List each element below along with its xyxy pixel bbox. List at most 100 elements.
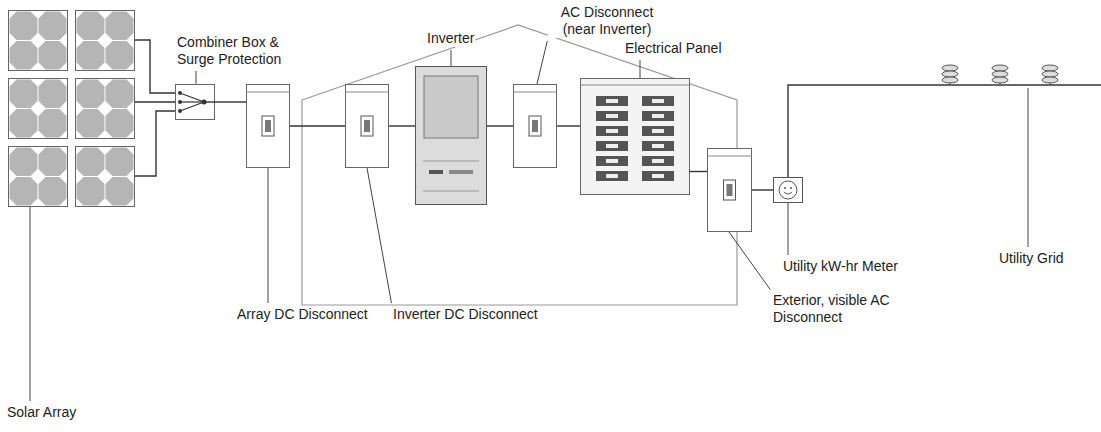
switch-handle <box>361 116 373 136</box>
wire-connector <box>290 125 345 126</box>
solar-cell <box>39 80 67 109</box>
breaker-toggle <box>606 114 618 118</box>
leader-group <box>30 41 1028 401</box>
module-frame <box>9 11 68 71</box>
combiner-drawing <box>178 91 215 113</box>
string-wire <box>135 111 175 176</box>
solar-module <box>76 11 135 71</box>
array-symbol <box>8 10 135 207</box>
meter-drawing <box>779 181 797 199</box>
module-frame <box>76 79 135 139</box>
wire-connector <box>389 125 415 126</box>
lid-line <box>246 92 290 93</box>
circuit-breaker <box>596 96 628 106</box>
insulator-disc <box>942 65 958 71</box>
breaker-toggle <box>652 129 664 133</box>
component-label: AC Disconnect (near Inverter) <box>548 4 666 38</box>
insulator-disc <box>1042 65 1058 71</box>
callout-label-box: Combiner Box & Surge Protection <box>176 34 306 68</box>
terminal-dot <box>202 100 207 105</box>
meter-dot <box>790 187 792 189</box>
breaker-panel: Electrical Panel <box>580 78 690 195</box>
component-label: Electrical Panel <box>624 40 723 57</box>
leader-line <box>30 207 31 401</box>
solar-module <box>76 79 135 139</box>
leader-line <box>640 60 641 78</box>
meter-dot <box>784 187 786 189</box>
wire-connector <box>487 125 513 126</box>
callout-label-box: Electrical Panel <box>624 40 723 57</box>
insulator-disc <box>992 71 1008 77</box>
breaker-toggle <box>606 159 618 163</box>
combiner-box: Combiner Box & Surge Protection <box>175 84 215 120</box>
solar-cell <box>106 177 134 206</box>
breaker-toggle <box>652 159 664 163</box>
inverter-trim <box>423 161 479 162</box>
solar-cell <box>10 12 38 41</box>
array-drawing <box>9 11 135 207</box>
leader-line <box>729 232 770 290</box>
inverter-display <box>424 76 478 138</box>
breaker-toggle <box>606 174 618 178</box>
circuit-breaker <box>642 171 674 181</box>
breaker-toggle <box>652 174 664 178</box>
grid-drawing <box>800 65 1101 85</box>
wire-connector <box>752 189 773 190</box>
callout-label-box: Utility kW-hr Meter <box>782 258 899 275</box>
disconnect-switch: Array DC Disconnect <box>246 84 290 168</box>
disconnect-symbol <box>247 85 291 169</box>
breaker-toggle <box>606 129 618 133</box>
solar-cell <box>39 177 67 206</box>
meter-symbol <box>774 178 804 204</box>
solar-cell <box>106 12 134 41</box>
leader-line <box>196 71 197 84</box>
switch-lever <box>532 120 538 132</box>
switch-handle <box>262 116 274 136</box>
leader-line <box>268 168 269 303</box>
leader-line <box>537 41 547 84</box>
lid-line <box>707 156 752 157</box>
combiner-symbol <box>176 85 216 121</box>
leader-line <box>1028 88 1029 247</box>
module-frame <box>76 11 135 71</box>
component-label: Combiner Box & Surge Protection <box>176 34 306 68</box>
solar-cell <box>10 41 38 70</box>
solar-cell <box>10 109 38 138</box>
circuit-breaker <box>642 141 674 151</box>
combiner-wire <box>180 101 204 102</box>
circuit-breaker <box>596 156 628 166</box>
solar-array: Solar Array <box>8 10 135 207</box>
disconnect-drawing <box>246 92 290 136</box>
component-label: Solar Array <box>6 404 77 421</box>
breaker-toggle <box>652 99 664 103</box>
solar-module <box>9 11 68 71</box>
solar-cell <box>39 12 67 41</box>
solar-cell <box>39 41 67 70</box>
insulator-disc <box>992 77 1008 83</box>
callout-label-box: Inverter DC Disconnect <box>392 306 539 323</box>
insulator-disc <box>992 65 1008 71</box>
circuit-breaker <box>596 171 628 181</box>
leader-line <box>451 50 452 66</box>
component-label: Exterior, visible AC Disconnect <box>772 292 897 326</box>
terminal-dot <box>178 109 182 113</box>
module-frame <box>9 79 68 139</box>
circuit-breaker <box>596 126 628 136</box>
wire-connector <box>135 101 175 102</box>
lid-line <box>580 85 690 86</box>
breaker-toggle <box>652 114 664 118</box>
component-label: Array DC Disconnect <box>236 306 369 323</box>
inverter-symbol <box>416 67 488 206</box>
circuit-breaker <box>642 126 674 136</box>
leader-line <box>788 203 789 255</box>
wire-connector <box>788 85 800 177</box>
solar-cell <box>77 177 105 206</box>
panel-symbol <box>581 79 691 196</box>
disconnect-switch: Exterior, visible AC Disconnect <box>707 148 752 232</box>
circuit-breaker <box>642 156 674 166</box>
lid-line <box>513 92 557 93</box>
solar-cell <box>106 80 134 109</box>
disconnect-switch: Inverter DC Disconnect <box>345 84 389 168</box>
